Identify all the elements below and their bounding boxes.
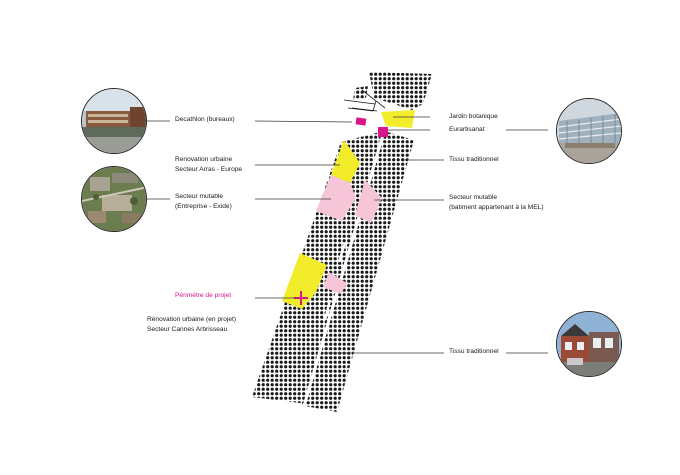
street-outline — [347, 100, 377, 112]
renovation-cannes-zone — [282, 253, 327, 309]
eurartisanat-marker — [378, 127, 388, 137]
traditional-houses-photo — [556, 311, 622, 377]
north-small-block-fabric — [353, 86, 368, 100]
label-secteur-mutable-2: (Entreprise - Exide) — [175, 203, 232, 210]
main-road — [302, 130, 386, 407]
cross-road — [323, 242, 347, 321]
perimetre-cross-icon — [294, 291, 308, 305]
eurartisanat-photo — [556, 98, 622, 164]
decathlon-photo — [81, 88, 147, 154]
east-block-fabric — [300, 131, 414, 412]
label-eurartisanat: Eurartisanat — [449, 126, 485, 133]
leader-lines — [147, 116, 548, 354]
label-secteur-mutable-mel-2: (batiment appartenant à la MEL) — [449, 204, 544, 211]
label-jardin: Jardin botanique — [449, 113, 498, 120]
label-renovation-arras-2: Secteur Arras - Europe — [175, 166, 243, 173]
secteur-mutable-mel-zone — [355, 180, 382, 223]
label-tissu-1: Tissu traditionnel — [449, 156, 499, 163]
label-decathlon: Decathlon (bureaux) — [175, 116, 235, 123]
label-secteur-mutable-mel-1: Secteur mutable — [449, 194, 498, 201]
label-renovation-cannes-1: Rénovation urbaine (en projet) — [147, 316, 237, 323]
label-secteur-mutable-1: Secteur mutable — [175, 193, 224, 200]
secteur-mutable-exide-zone — [316, 175, 356, 221]
label-perimetre: Périmètre de projet — [175, 292, 232, 299]
label-renovation-arras-1: Renovation urbaine — [175, 156, 233, 163]
label-renovation-cannes-2: Secteur Cannes Arbrisseau — [147, 326, 228, 333]
north-block-fabric — [369, 72, 432, 110]
exide-aerial-photo — [81, 166, 147, 232]
small-mutable-zone — [323, 272, 347, 294]
renovation-arras-zone — [331, 140, 360, 183]
jardin-botanique-zone — [381, 110, 415, 128]
decathlon-marker — [355, 117, 367, 126]
label-tissu-2: Tissu traditionnel — [449, 348, 499, 355]
leader-decathlon — [254, 120, 353, 123]
